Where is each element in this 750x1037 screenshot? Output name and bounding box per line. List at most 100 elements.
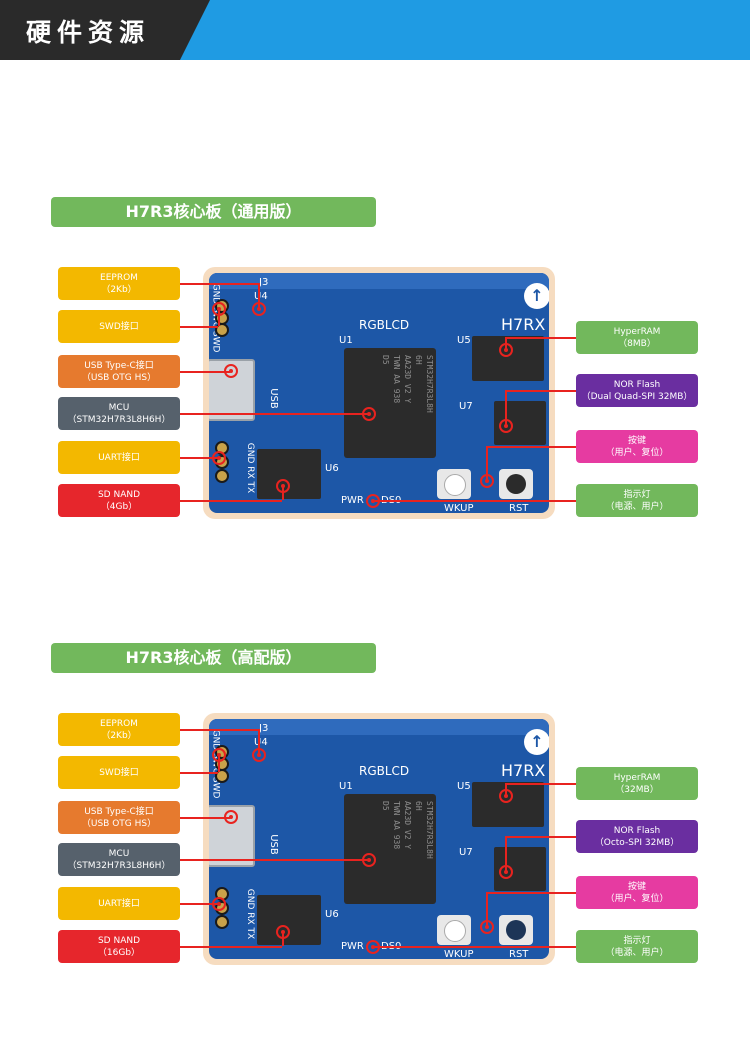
board-section: H7R3核心板（通用版）J3U1U4U5U6U7RGBLCDH7RXPWRDS0…	[0, 197, 750, 537]
callout-line-vertical	[505, 836, 507, 871]
callout-label-left: USB Type-C接口（USB OTG HS）	[58, 355, 180, 388]
header-pin	[215, 769, 229, 783]
callout-label-line2: （电源、用户）	[605, 501, 669, 512]
callout-label-line2: （Dual Quad-SPI 32MB）	[581, 391, 693, 402]
callout-line	[180, 326, 218, 328]
silk-rst: RST	[509, 503, 529, 513]
rst-button	[499, 469, 533, 499]
callout-line	[180, 903, 218, 905]
callout-marker	[480, 920, 494, 934]
callout-label-line2: （电源、用户）	[605, 947, 669, 958]
callout-label-line1: SWD接口	[99, 767, 139, 778]
callout-label-line1: 按键	[627, 435, 646, 446]
header-banner: 硬件资源	[0, 0, 750, 60]
silk-u1: U1	[339, 781, 353, 792]
callout-label-line1: UART接口	[98, 898, 140, 909]
callout-label-left: SD NAND（4Gb）	[58, 484, 180, 517]
silk-u5: U5	[457, 781, 471, 792]
sd-nand-chip	[257, 449, 321, 499]
pcb-connector-strip	[209, 273, 549, 289]
callout-label-line2: （USB OTG HS）	[81, 818, 157, 829]
up-arrow-icon: ↑	[524, 283, 549, 309]
silk-pwr: PWR	[341, 495, 364, 506]
silk-u7: U7	[459, 401, 473, 412]
callout-label-line1: 指示灯	[623, 935, 651, 946]
callout-label-right: HyperRAM（32MB）	[576, 767, 698, 800]
silk-rst: RST	[509, 949, 529, 959]
callout-line	[486, 892, 576, 894]
callout-label-right: 按键（用户、复位）	[576, 876, 698, 909]
up-arrow-icon: ↑	[524, 729, 549, 755]
callout-line	[505, 836, 576, 838]
callout-line	[372, 946, 576, 948]
callout-label-line1: EEPROM	[100, 718, 138, 729]
pcb: J3U1U4U5U6U7RGBLCDH7RXPWRDS0WKUPRSTGND S…	[209, 273, 549, 513]
wkup-button	[437, 469, 471, 499]
callout-label-left: SWD接口	[58, 310, 180, 343]
callout-line-vertical	[486, 446, 488, 480]
silk-u6: U6	[325, 909, 339, 920]
header-pin	[215, 323, 229, 337]
silk-h7rx: H7RX	[501, 315, 546, 334]
callout-line	[180, 283, 258, 285]
callout-label-line1: NOR Flash	[613, 379, 661, 390]
wkup-button-cap	[444, 474, 466, 496]
callout-label-line1: SWD接口	[99, 321, 139, 332]
board-photo: J3U1U4U5U6U7RGBLCDH7RXPWRDS0WKUPRSTGND S…	[203, 713, 555, 965]
callout-label-line2: （16Gb）	[97, 947, 141, 958]
callout-marker	[366, 940, 380, 954]
callout-line	[505, 783, 576, 785]
header-dark-tab	[0, 0, 210, 60]
silk-wkup: WKUP	[444, 949, 474, 959]
rst-button-cap	[506, 920, 526, 940]
callout-label-right: HyperRAM（8MB）	[576, 321, 698, 354]
callout-marker	[252, 302, 266, 316]
rst-button	[499, 915, 533, 945]
silk-uart-header: GND RX TX	[245, 442, 256, 494]
callout-label-left: UART接口	[58, 887, 180, 920]
silk-usb: USB	[267, 388, 279, 409]
callout-label-left: SD NAND（16Gb）	[58, 930, 180, 963]
silk-u4: U4	[254, 737, 268, 748]
callout-marker	[480, 474, 494, 488]
callout-label-line1: MCU	[108, 848, 130, 859]
callout-label-left: EEPROM（2Kb）	[58, 713, 180, 746]
callout-marker	[276, 479, 290, 493]
silk-rgblcd: RGBLCD	[359, 764, 410, 778]
silk-u4: U4	[254, 291, 268, 302]
callout-label-right: 指示灯（电源、用户）	[576, 484, 698, 517]
callout-label-line1: USB Type-C接口	[84, 806, 154, 817]
callout-line	[505, 337, 576, 339]
mcu-marking: STM32H7R3L8H 6H AA23D V2 Y TWN AA 938 D5	[381, 801, 434, 859]
pcb-connector-strip	[209, 719, 549, 735]
page-title: 硬件资源	[26, 18, 151, 47]
callout-label-line2: （32MB）	[615, 784, 659, 795]
callout-marker	[499, 343, 513, 357]
callout-marker	[224, 810, 238, 824]
wkup-button	[437, 915, 471, 945]
header-pin	[215, 915, 229, 929]
callout-marker	[362, 407, 376, 421]
callout-line-vertical	[505, 390, 507, 425]
callout-label-left: EEPROM（2Kb）	[58, 267, 180, 300]
callout-marker	[499, 865, 513, 879]
callout-line	[180, 500, 282, 502]
callout-line	[372, 500, 576, 502]
silk-rgblcd: RGBLCD	[359, 318, 410, 332]
callout-label-right: 按键（用户、复位）	[576, 430, 698, 463]
callout-label-line1: SD NAND	[97, 489, 141, 500]
callout-marker	[362, 853, 376, 867]
wkup-button-cap	[444, 920, 466, 942]
callout-label-line1: 按键	[627, 881, 646, 892]
callout-marker	[224, 364, 238, 378]
mcu-chip	[344, 348, 436, 458]
callout-label-line2: （4Gb）	[100, 501, 138, 512]
callout-line	[180, 772, 218, 774]
callout-label-line2: （USB OTG HS）	[81, 372, 157, 383]
callout-label-left: USB Type-C接口（USB OTG HS）	[58, 801, 180, 834]
callout-label-line1: NOR Flash	[613, 825, 661, 836]
callout-label-line1: UART接口	[98, 452, 140, 463]
callout-marker	[212, 897, 226, 911]
mcu-marking: STM32H7R3L8H 6H AA23D V2 Y TWN AA 938 D5	[381, 355, 434, 413]
silk-u1: U1	[339, 335, 353, 346]
